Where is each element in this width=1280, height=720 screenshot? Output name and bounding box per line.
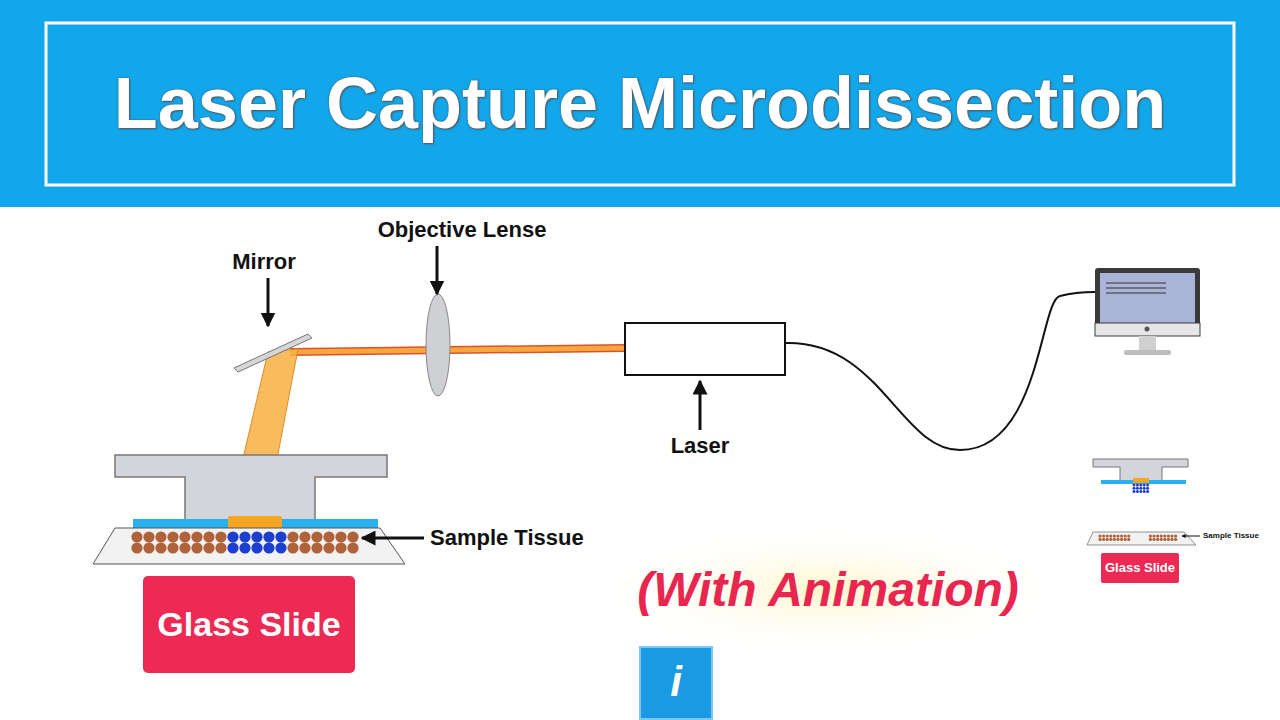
laser-unit <box>625 323 785 375</box>
mirror-pointer <box>267 278 270 326</box>
laser-pointer <box>699 381 702 430</box>
part-label: Objective Lense <box>378 218 547 242</box>
melted-film-small <box>1133 478 1149 483</box>
part-label: Mirror <box>232 250 296 274</box>
collection-cap <box>115 455 387 520</box>
title: Laser Capture Microdissection <box>114 64 1166 143</box>
title-banner <box>0 0 1280 207</box>
box-text: Glass Slide <box>157 606 340 643</box>
tissue-pointer-small <box>1182 536 1200 537</box>
tissue-cells-small <box>1098 534 1177 541</box>
laser-beam-edge <box>290 348 625 352</box>
text-glow <box>578 520 1078 660</box>
captured-cells <box>1133 484 1150 493</box>
tissue-pointer <box>362 537 424 540</box>
part-label: Laser <box>671 434 730 458</box>
part-label: Sample Tissue <box>430 526 584 550</box>
logo-letter: i <box>670 659 682 705</box>
label-box: Glass Slide <box>143 576 355 673</box>
glass-slide <box>93 528 405 564</box>
label-box: Glass Slide <box>1101 553 1179 583</box>
lens-pointer <box>436 246 439 294</box>
tissue-cells <box>131 531 358 553</box>
title-frame <box>46 23 1234 185</box>
melted-film <box>228 516 282 528</box>
objective-lens <box>426 294 450 396</box>
laser-beam <box>290 348 625 352</box>
logo-badge <box>640 647 712 719</box>
cable <box>785 292 1095 450</box>
part-label: Sample Tissue <box>1203 532 1259 541</box>
box-text: Glass Slide <box>1105 561 1175 575</box>
collection-cap-small <box>1093 459 1188 481</box>
subtitle-note: (With Animation) <box>637 564 1019 617</box>
computer-monitor <box>1095 268 1200 355</box>
glass-slide-small <box>1087 532 1196 545</box>
leader-arrows <box>268 246 1200 538</box>
mirror <box>234 334 312 372</box>
